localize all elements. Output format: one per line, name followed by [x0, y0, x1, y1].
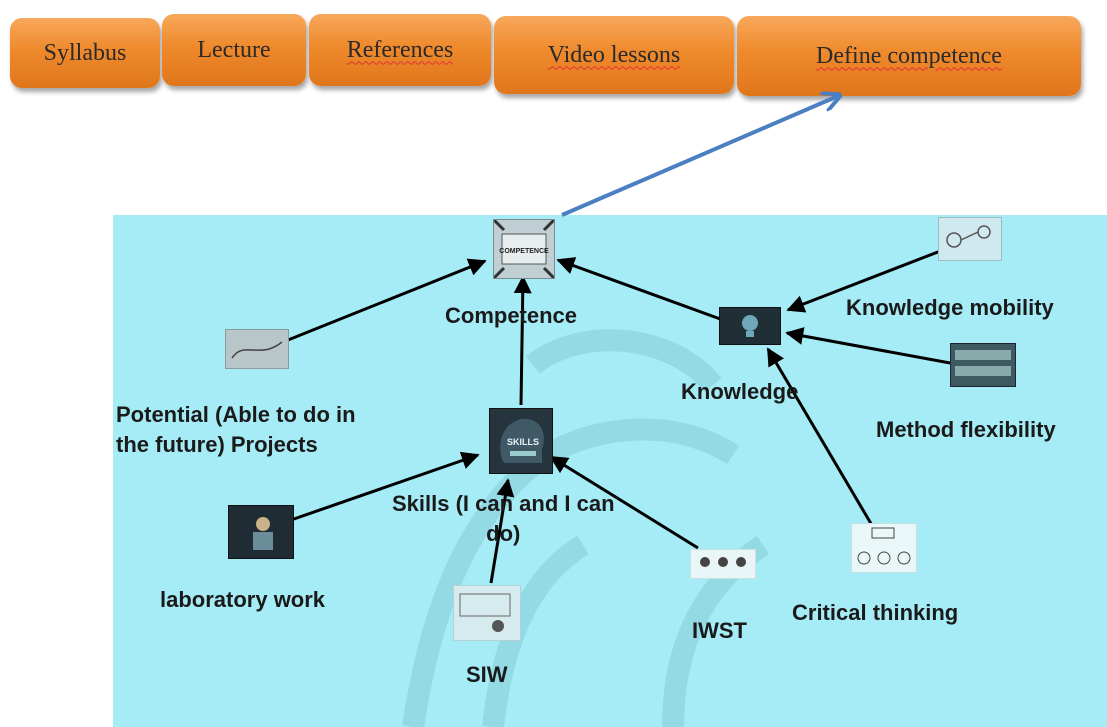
skills-label-line-2: do): [486, 520, 521, 546]
tab-video-lessons[interactable]: Video lessons: [494, 16, 734, 94]
edge-skills-competence: [513, 275, 532, 406]
knowledge-mobility-node-image[interactable]: [938, 217, 1002, 261]
competence-thumb-text: COMPETENCE: [499, 248, 549, 255]
iwst-label: IWST: [692, 618, 747, 643]
tab-lecture-label: Lecture: [197, 36, 271, 63]
knowledge-node-image[interactable]: [719, 307, 781, 345]
edge-lab-skills: [290, 451, 480, 522]
connector-lines: [287, 248, 951, 584]
competence-thumbnail: COMPETENCE: [492, 218, 556, 280]
edge-potential-competence: [287, 258, 487, 342]
edge-siw-skills: [489, 478, 515, 584]
edge-flexibility-knowledge: [785, 327, 951, 365]
laboratory-work-label: laboratory work: [160, 587, 326, 612]
edge-iwst-skills: [549, 455, 699, 550]
potential-sketch-icon: [231, 341, 283, 359]
tab-define-competence-label: Define competence: [816, 42, 1002, 69]
concept-map-canvas: COMPETENCE Competence Knowledge Knowledg…: [113, 215, 1107, 727]
method-flexibility-node-image[interactable]: [950, 343, 1016, 387]
competence-node-image[interactable]: COMPETENCE: [492, 218, 556, 280]
knowledge-mobility-label: Knowledge mobility: [846, 295, 1054, 320]
siw-node-image[interactable]: [453, 585, 521, 641]
skills-head-icon: SKILLS: [500, 418, 544, 463]
critical-thinking-node-image[interactable]: [851, 523, 917, 573]
siw-label: SIW: [466, 662, 508, 687]
potential-label-line-1: Potential (Able to do in: [116, 402, 356, 427]
edge-mobility-knowledge: [786, 248, 944, 313]
tab-define-competence[interactable]: Define competence: [737, 16, 1081, 96]
method-flexibility-label: Method flexibility: [876, 417, 1056, 442]
critical-thinking-label: Critical thinking: [792, 600, 959, 625]
potential-node-image[interactable]: [225, 329, 289, 369]
tab-references[interactable]: References: [309, 14, 491, 86]
tab-lecture[interactable]: Lecture: [162, 14, 306, 86]
thinking-diagram-icon: [857, 527, 911, 565]
tab-video-lessons-label: Video lessons: [547, 41, 681, 68]
potential-label-line-2: the future) Projects: [116, 431, 318, 457]
iwst-node-image[interactable]: [690, 549, 756, 579]
group-work-icon: [700, 557, 746, 567]
knowledge-label: Knowledge: [681, 379, 799, 404]
lightbulb-icon: [742, 315, 758, 337]
competence-label: Competence: [445, 303, 578, 328]
skills-label: Skills (I can and I can do): [392, 489, 615, 548]
laboratory-work-node-image[interactable]: [228, 505, 294, 559]
tab-syllabus-label: Syllabus: [43, 39, 127, 66]
keyboard-icon: [955, 350, 1011, 376]
tab-references-label: References: [346, 36, 454, 63]
edge-knowledge-competence: [556, 257, 724, 322]
skills-label-line-1: Skills (I can and I can: [392, 491, 615, 516]
tab-syllabus[interactable]: Syllabus: [10, 18, 160, 88]
edge-critical-knowledge: [766, 347, 875, 528]
potential-label: Potential (Able to do in the future) Pro…: [116, 400, 356, 459]
mobility-sketch-icon: [946, 225, 991, 248]
skills-thumb-text: SKILLS: [507, 437, 539, 447]
student-study-icon: [459, 593, 511, 632]
lab-scientist-icon: [253, 517, 273, 550]
skills-node-image[interactable]: SKILLS: [489, 408, 553, 474]
